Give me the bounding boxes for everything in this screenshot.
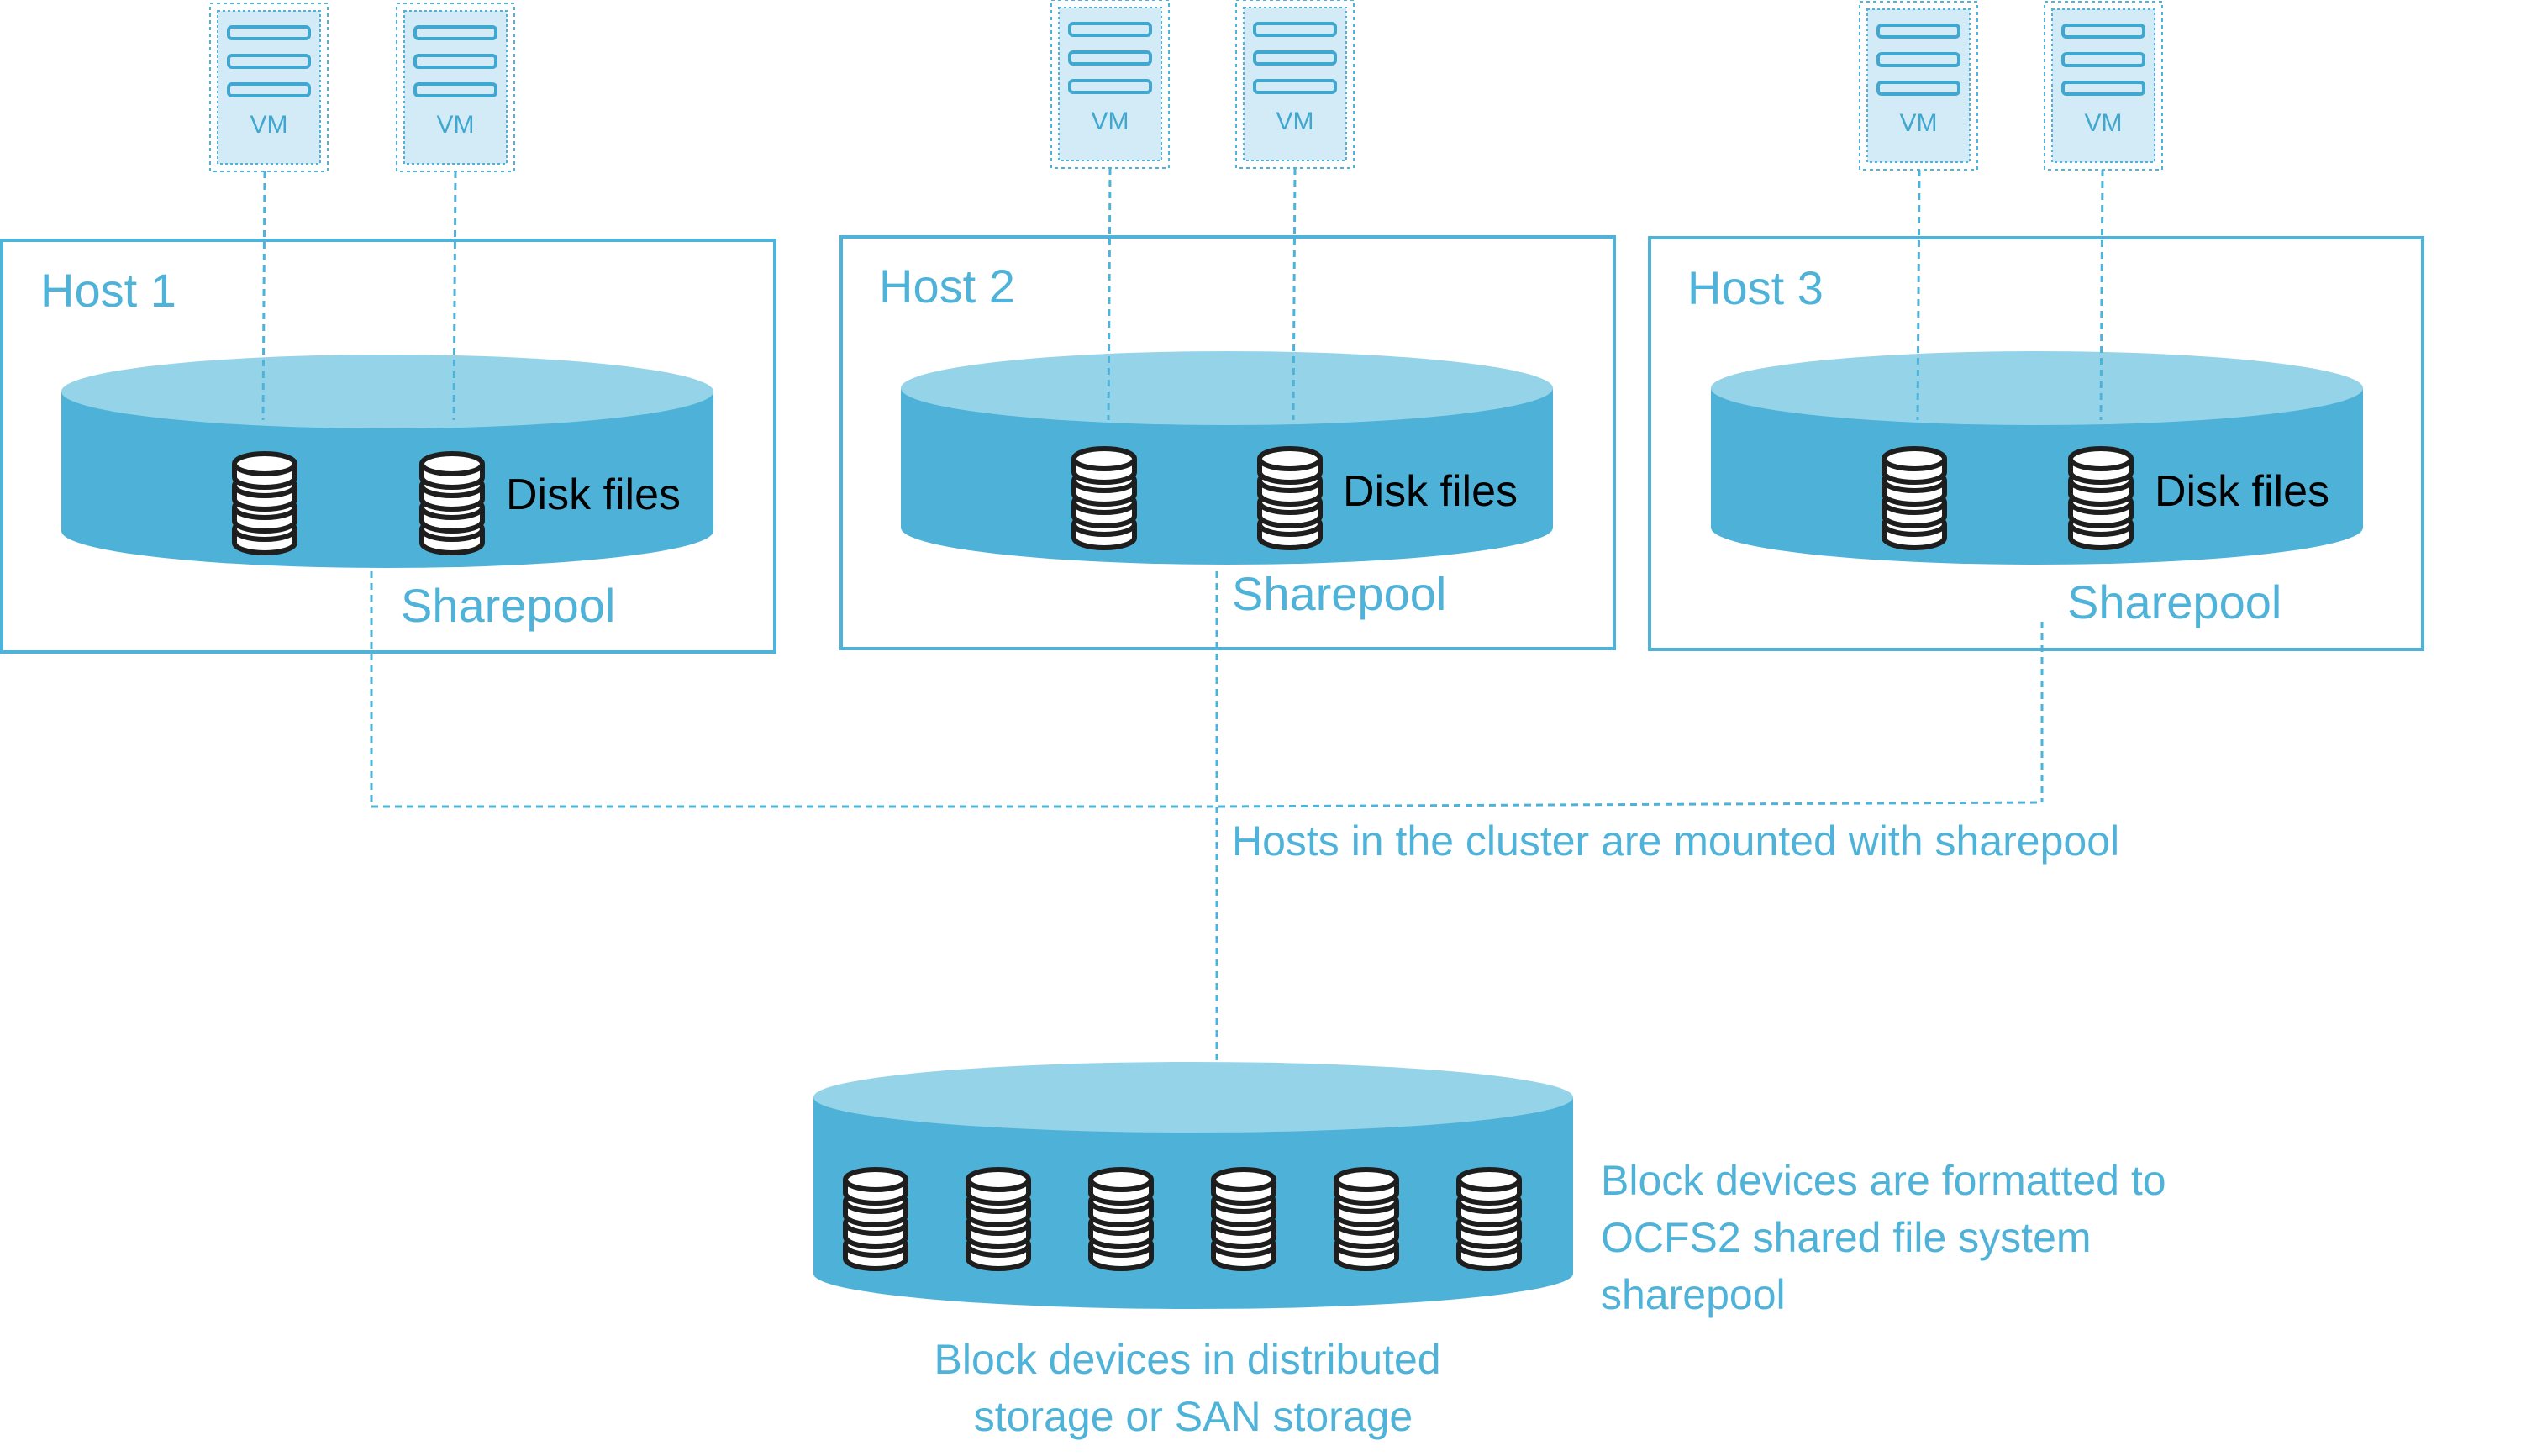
database-stack-icon	[1091, 1170, 1151, 1269]
storage-note: Block devices are formatted to OCFS2 sha…	[1601, 1157, 2177, 1318]
database-stack-icon	[1884, 449, 1945, 548]
vm-link	[1916, 169, 1921, 421]
storage-note-line: Block devices are formatted to	[1601, 1157, 2166, 1204]
host-3-label: Host 3	[1687, 261, 1824, 314]
storage-label-line: storage or SAN storage	[974, 1393, 1413, 1440]
storage-note-line: OCFS2 shared file system	[1601, 1214, 2092, 1261]
vm-label: VM	[437, 111, 475, 139]
vm-1-1[interactable]: VM	[208, 2, 329, 173]
host-1-group: Host 1 VM VM Disk files Sharepool	[0, 2, 776, 654]
vm-3-1[interactable]: VM	[1858, 0, 1979, 171]
server-rack-icon	[1050, 0, 1171, 170]
host-3-group: Host 3 VM VM Disk files Sharepool	[1648, 0, 2424, 651]
database-stack-icon	[422, 454, 482, 553]
sharepool-label: Sharepool	[2067, 576, 2282, 628]
host-3-box	[1648, 236, 2424, 651]
sharepool-label: Sharepool	[1232, 567, 1446, 620]
vm-link	[452, 171, 457, 421]
host-2-label: Host 2	[879, 260, 1015, 313]
vm-label: VM	[1092, 108, 1129, 135]
vm-3-2[interactable]: VM	[2043, 0, 2164, 171]
sharepool-cylinder-2	[901, 351, 1553, 565]
shared-storage: Block devices in distributed storage or …	[813, 1062, 2177, 1440]
vm-2-2[interactable]: VM	[1234, 0, 1355, 170]
disk-files-label: Disk files	[506, 470, 681, 519]
host-1-box	[0, 239, 776, 654]
vm-label: VM	[1276, 108, 1314, 135]
vm-label: VM	[1900, 109, 1938, 137]
storage-label: Block devices in distributed storage or …	[934, 1336, 1453, 1440]
database-stack-icon	[1336, 1170, 1397, 1269]
cluster-note: Hosts in the cluster are mounted with sh…	[1232, 817, 2119, 865]
host-1-label: Host 1	[40, 264, 176, 317]
host-2-group: Host 2 VM VM Disk files Sharepool	[839, 0, 1616, 650]
disk-files-label: Disk files	[1343, 467, 1518, 516]
server-rack-icon	[1234, 0, 1355, 170]
storage-label-line: Block devices in distributed	[934, 1336, 1441, 1383]
database-stack-icon	[1459, 1170, 1519, 1269]
vm-link	[1107, 167, 1112, 421]
vm-link	[261, 171, 266, 421]
vm-2-1[interactable]: VM	[1050, 0, 1171, 170]
database-stack-icon	[1213, 1170, 1274, 1269]
database-stack-icon	[1074, 449, 1134, 548]
cluster-connectors	[370, 571, 2044, 1060]
server-rack-icon	[1858, 0, 1979, 171]
server-rack-icon	[208, 2, 329, 173]
vm-link	[1292, 167, 1297, 421]
database-stack-icon	[1260, 449, 1320, 548]
sharepool-cylinder-3	[1711, 351, 2363, 565]
database-stack-icon	[845, 1170, 906, 1269]
disk-files-label: Disk files	[2155, 467, 2329, 516]
database-stack-icon	[968, 1170, 1029, 1269]
sharepool-label: Sharepool	[401, 579, 615, 632]
host-2-box	[839, 235, 1616, 650]
sharepool-cylinder-1	[61, 355, 713, 568]
vm-link	[2099, 169, 2104, 421]
cluster-bus	[371, 801, 2043, 808]
database-stack-icon	[234, 454, 295, 553]
server-rack-icon	[2043, 0, 2164, 171]
server-rack-icon	[395, 2, 516, 173]
database-stack-icon	[2071, 449, 2131, 548]
storage-note-line: sharepool	[1601, 1271, 1786, 1318]
vm-label: VM	[2085, 109, 2123, 137]
vm-1-2[interactable]: VM	[395, 2, 516, 173]
vm-label: VM	[250, 111, 288, 139]
